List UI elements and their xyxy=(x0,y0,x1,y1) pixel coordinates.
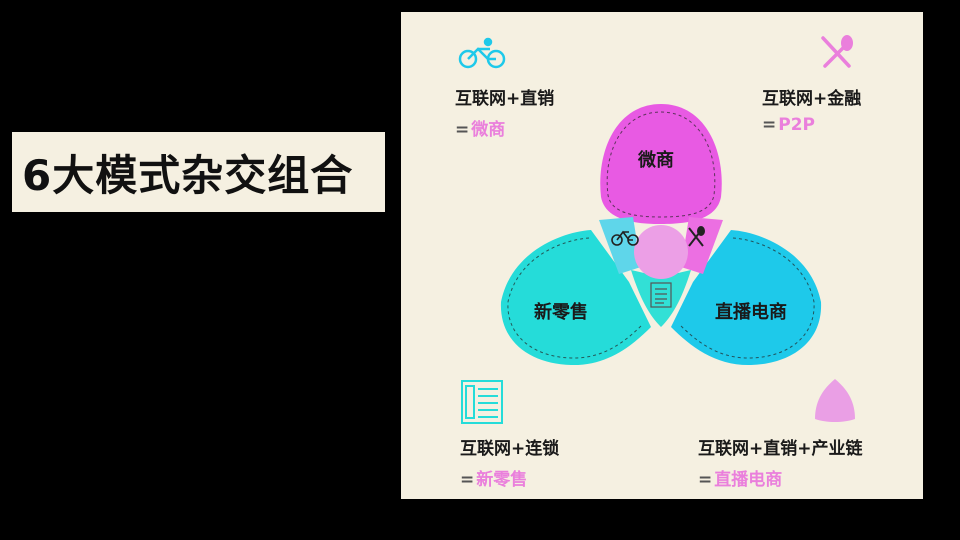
petal-top-label: 微商 xyxy=(638,150,674,171)
corner-top-left: 互联网+直销 =微商 xyxy=(455,84,554,140)
center-document-icon xyxy=(650,282,672,308)
corner-top-left-result: 微商 xyxy=(471,120,506,140)
center-bicycle-icon xyxy=(611,230,639,246)
petal-top xyxy=(600,104,722,224)
corner-bottom-right-formula: 互联网+直销+产业链 xyxy=(698,439,863,459)
petal-right-label: 直播电商 xyxy=(715,302,787,323)
fork-spoon-icon xyxy=(821,35,853,68)
petal-left-label: 新零售 xyxy=(534,302,588,323)
corner-top-right-formula: 互联网+金融 xyxy=(762,89,862,109)
corner-top-right: 互联网+金融 =P2P xyxy=(762,84,861,135)
equals-sign: = xyxy=(460,470,475,490)
document-icon xyxy=(461,380,503,424)
title-box: 6大模式杂交组合 xyxy=(12,132,385,212)
corner-top-left-formula: 互联网+直销 xyxy=(455,89,555,109)
equals-sign: = xyxy=(455,120,470,140)
petal-right xyxy=(671,230,822,366)
reuleaux-triangle-icon xyxy=(815,379,855,422)
petal-left xyxy=(500,230,651,366)
equals-sign: = xyxy=(698,470,713,490)
corner-top-right-result: P2P xyxy=(778,115,815,135)
diagram-panel: 微商 新零售 直播电商 互联网+直销 =微商 互联网+金融 =P2P xyxy=(401,12,923,499)
corner-bottom-left-result: 新零售 xyxy=(476,470,528,490)
corner-bottom-right: 互联网+直销+产业链 =直播电商 xyxy=(698,434,863,490)
corner-bottom-right-result: 直播电商 xyxy=(714,470,783,490)
venn-diagram xyxy=(500,104,822,366)
corner-bottom-left-formula: 互联网+连锁 xyxy=(460,439,560,459)
corner-bottom-left: 互联网+连锁 =新零售 xyxy=(460,434,559,490)
equals-sign: = xyxy=(762,115,777,135)
center-fork-spoon-icon xyxy=(688,226,705,247)
page-title: 6大模式杂交组合 xyxy=(22,150,354,200)
bicycle-icon xyxy=(458,37,506,69)
